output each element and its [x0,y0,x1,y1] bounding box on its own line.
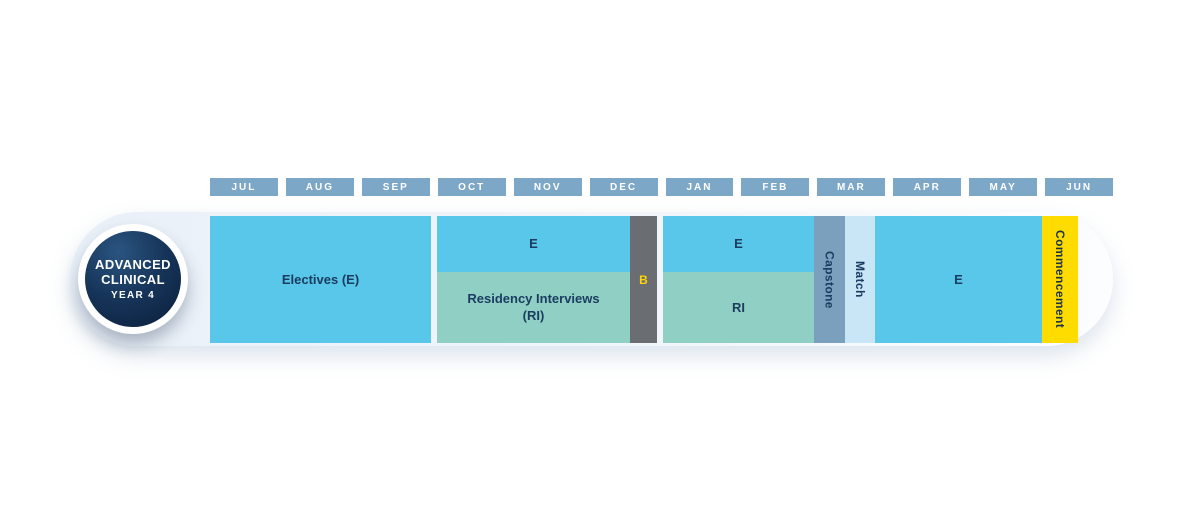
residency-interviews-label: Residency Interviews (RI) [467,290,600,324]
month-jun: JUN [1045,178,1114,196]
segment-winter-electives: E [663,216,814,272]
winter-electives-label: E [734,236,743,252]
b-bar-label: B [639,272,648,287]
match-label: Match [853,261,867,298]
segment-fall-oct-dec: E Residency Interviews (RI) [437,216,630,343]
segment-match: Match [845,216,875,343]
month-jan: JAN [665,178,734,196]
month-may: MAY [969,178,1038,196]
segment-fall-electives: E [437,216,630,272]
segment-spring-electives: E [875,216,1042,343]
month-header-row: JUL AUG SEP OCT NOV DEC JAN FEB MAR APR … [210,178,1114,196]
month-feb: FEB [741,178,810,196]
badge-title-line1: ADVANCED [95,256,171,272]
spring-electives-label: E [954,272,963,287]
fall-electives-label: E [529,236,538,252]
segment-electives: Electives (E) [210,216,431,343]
capstone-label: Capstone [822,250,837,309]
segment-b-bar: B [630,216,657,343]
badge-title-line2: CLINICAL [101,272,165,287]
segment-winter-residency-interviews: RI [663,271,814,343]
segment-fall-residency-interviews: Residency Interviews (RI) [437,271,630,343]
segment-winter-jan-feb: E RI [663,216,814,343]
month-aug: AUG [285,178,354,196]
month-jul: JUL [210,178,278,196]
month-dec: DEC [589,178,658,196]
timeline-bar: Electives (E) E Residency Interviews (RI… [210,216,1113,343]
commencement-label: Commencement [1053,230,1067,329]
electives-label: Electives (E) [281,272,360,287]
year-badge: ADVANCED CLINICAL YEAR 4 [78,224,188,334]
month-nov: NOV [513,178,582,196]
segment-capstone: Capstone [814,216,845,343]
segment-commencement: Commencement [1042,216,1078,343]
winter-ri-label: RI [732,299,745,315]
month-apr: APR [893,178,962,196]
month-oct: OCT [437,178,506,196]
month-sep: SEP [361,178,430,196]
year-badge-circle: ADVANCED CLINICAL YEAR 4 [85,231,181,327]
badge-year-label: YEAR 4 [111,290,155,302]
month-mar: MAR [817,178,886,196]
